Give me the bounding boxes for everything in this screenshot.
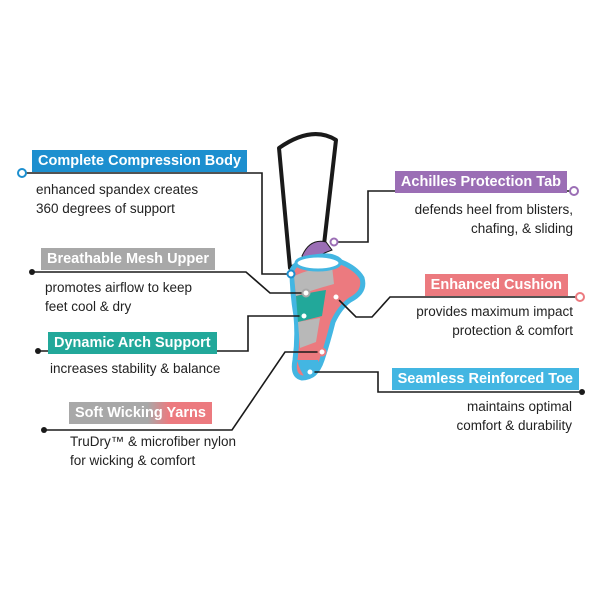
compression-description: enhanced spandex creates 360 degrees of … bbox=[36, 180, 198, 218]
wicking-line-1: TruDry™ & microfiber nylon bbox=[70, 434, 237, 449]
achilles-line-1: defends heel from blisters, bbox=[414, 202, 573, 217]
achilles-description: defends heel from blisters, chafing, & s… bbox=[415, 200, 573, 238]
arch-title: Dynamic Arch Support bbox=[48, 332, 217, 354]
toe-line-1: maintains optimal bbox=[466, 399, 572, 414]
toe-description: maintains optimal comfort & durability bbox=[456, 397, 572, 435]
compression-title: Complete Compression Body bbox=[32, 150, 248, 172]
toe-title: Seamless Reinforced Toe bbox=[391, 368, 579, 390]
mesh-connector bbox=[32, 271, 306, 294]
compression-line-2: 360 degrees of support bbox=[36, 201, 175, 216]
arch-description: increases stability & balance bbox=[50, 359, 220, 378]
lower-band-shape bbox=[298, 318, 320, 348]
mesh-title: Breathable Mesh Upper bbox=[41, 248, 215, 270]
cushion-line-1: provides maximum impact bbox=[416, 304, 573, 319]
cushion-title: Enhanced Cushion bbox=[424, 274, 568, 296]
wicking-connector bbox=[44, 351, 322, 431]
mesh-line-1: promotes airflow to keep bbox=[45, 280, 193, 295]
connector-dots bbox=[17, 168, 585, 433]
wicking-line-2: for wicking & comfort bbox=[70, 453, 196, 468]
achilles-title: Achilles Protection Tab bbox=[394, 171, 567, 193]
compression-line-1: enhanced spandex creates bbox=[36, 182, 199, 197]
achilles-line-2: chafing, & sliding bbox=[470, 221, 573, 236]
cushion-description: provides maximum impact protection & com… bbox=[416, 302, 573, 340]
wicking-title: Soft Wicking Yarns bbox=[69, 402, 212, 424]
mesh-description: promotes airflow to keep feet cool & dry bbox=[45, 278, 192, 316]
compression-connector bbox=[22, 172, 291, 275]
toe-line-2: comfort & durability bbox=[456, 418, 572, 433]
arch-line-1: increases stability & balance bbox=[50, 361, 221, 376]
sock-opening bbox=[294, 254, 342, 272]
mesh-line-2: feet cool & dry bbox=[45, 299, 132, 314]
cushion-connector bbox=[335, 296, 580, 318]
toe-connector bbox=[310, 371, 582, 393]
cushion-line-2: protection & comfort bbox=[452, 323, 573, 338]
sock-illustration bbox=[277, 132, 366, 381]
wicking-description: TruDry™ & microfiber nylon for wicking &… bbox=[70, 432, 236, 470]
mesh-band-shape bbox=[294, 266, 334, 296]
